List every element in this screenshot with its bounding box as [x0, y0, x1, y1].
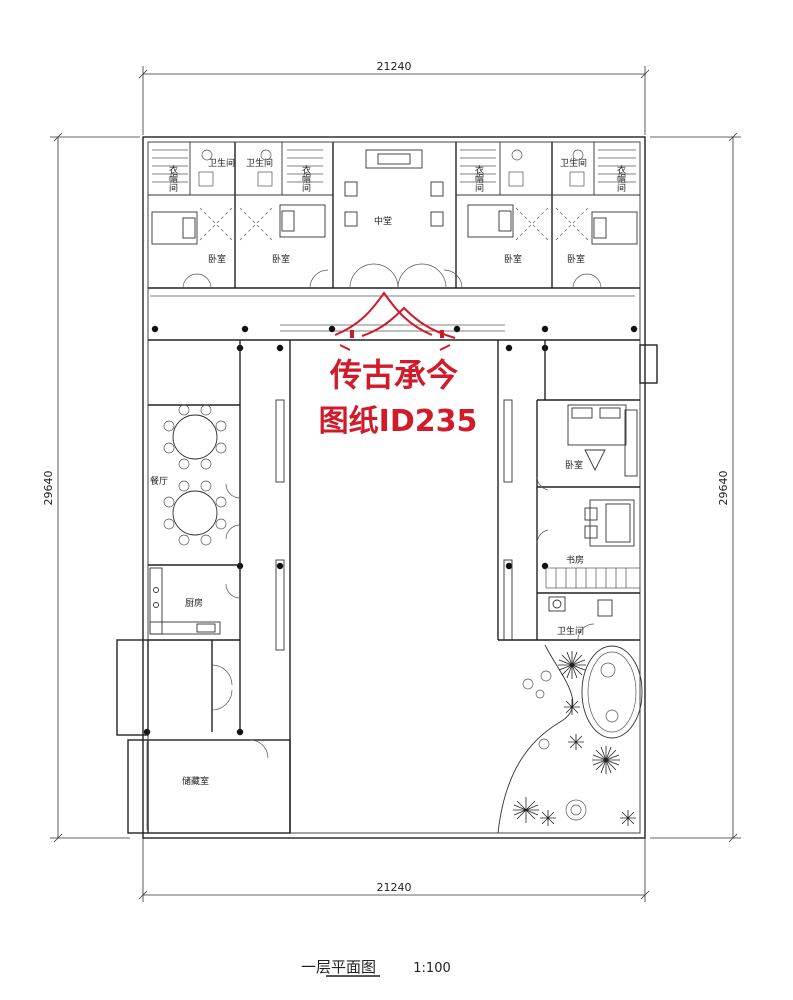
dimension-top: 21240	[138, 60, 650, 135]
watermark: 传古承今 图纸ID235	[319, 291, 478, 439]
garden	[497, 644, 643, 834]
north-wing	[148, 142, 640, 341]
room-labels: 衣帽间 卫生间 卫生间 衣帽间 衣帽间 卫生间 衣帽间 卧室 卧室 中堂 卧室 …	[150, 157, 626, 787]
caption: 一层平面图 1:100	[301, 958, 451, 977]
room-label-bedroom-4: 卧室	[567, 253, 585, 265]
dimension-left-label: 29640	[42, 471, 55, 506]
dimension-left: 29640	[42, 132, 140, 843]
room-label-bathroom-east: 卫生间	[557, 625, 584, 637]
room-label-storage: 储藏室	[182, 775, 209, 787]
room-label-bathroom-3: 卫生间	[560, 157, 587, 169]
room-label-wardrobe-4: 衣帽间	[615, 164, 626, 193]
roof-logo-icon	[334, 291, 456, 351]
dimension-bottom-label: 21240	[377, 881, 412, 894]
room-label-kitchen: 厨房	[185, 597, 203, 609]
watermark-brand: 传古承今	[329, 356, 458, 394]
room-label-wardrobe-3: 衣帽间	[473, 164, 484, 193]
caption-scale: 1:100	[413, 961, 450, 976]
dimension-top-label: 21240	[377, 60, 412, 73]
room-label-wardrobe-1: 衣帽间	[167, 164, 178, 193]
room-label-bedroom-2: 卧室	[272, 253, 290, 265]
room-label-study: 书房	[566, 554, 584, 566]
room-label-bathroom-1: 卫生间	[208, 157, 235, 169]
dimension-bottom: 21240	[138, 838, 650, 902]
room-label-dining: 餐厅	[150, 475, 168, 487]
room-label-bedroom-east: 卧室	[565, 459, 583, 471]
room-label-bathroom-2: 卫生间	[246, 157, 273, 169]
room-label-bedroom-3: 卧室	[504, 253, 522, 265]
room-label-wardrobe-2: 衣帽间	[300, 164, 311, 193]
caption-title: 一层平面图	[301, 958, 376, 976]
dimension-right: 29640	[650, 132, 741, 843]
room-label-hall: 中堂	[374, 215, 392, 227]
east-wing	[497, 340, 658, 641]
watermark-id: 图纸ID235	[319, 404, 478, 439]
dimension-right-label: 29640	[717, 471, 730, 506]
west-wing	[116, 340, 291, 834]
room-label-bedroom-1: 卧室	[208, 253, 226, 265]
